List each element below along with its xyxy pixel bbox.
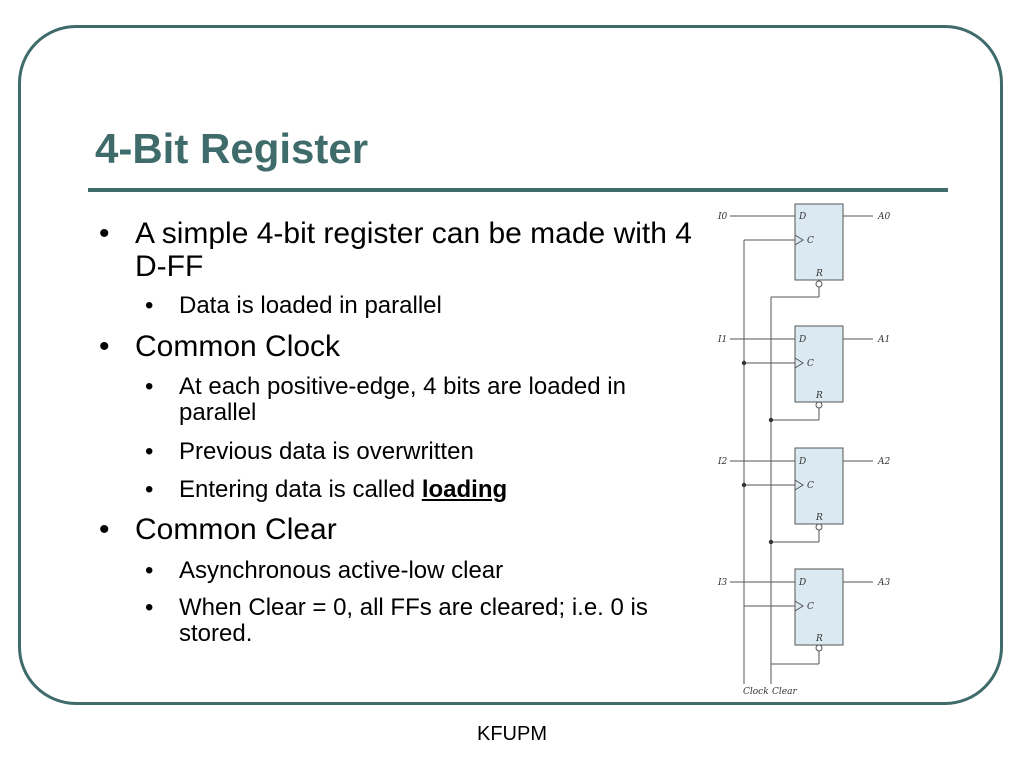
bullet-glyph: • xyxy=(99,217,110,250)
output-label-1: A1 xyxy=(877,335,890,345)
flip-flop-0 xyxy=(794,203,844,281)
bullet-glyph: • xyxy=(99,330,110,363)
c-pin-label: C xyxy=(807,602,814,612)
c-pin-label: C xyxy=(807,359,814,369)
slide-title: 4-Bit Register xyxy=(95,125,369,172)
reset-bubble xyxy=(815,280,823,288)
input-label-0: I0 xyxy=(717,212,728,222)
input-label-3: I3 xyxy=(717,578,728,588)
c-pin-label: C xyxy=(807,481,814,491)
sub-bullet-2-1-text: At each positive-edge, 4 bits are loaded… xyxy=(179,373,626,426)
bullet-3-text: Common Clear xyxy=(135,513,337,546)
flip-flop-1 xyxy=(794,325,844,403)
title-rule xyxy=(88,188,948,192)
sub-bullet-2-3: • Entering data is called loading xyxy=(145,476,709,503)
bullet-glyph: • xyxy=(145,292,154,319)
sub-bullet-2-2-text: Previous data is overwritten xyxy=(179,438,474,465)
bullet-glyph: • xyxy=(145,594,154,621)
d-pin-label: D xyxy=(798,212,806,222)
reset-bubble xyxy=(815,401,823,409)
bullet-glyph: • xyxy=(145,557,154,584)
r-pin-label: R xyxy=(815,634,823,644)
input-label-1: I1 xyxy=(717,335,727,345)
sub-bullet-3-1-text: Asynchronous active-low clear xyxy=(179,557,504,584)
r-pin-label: R xyxy=(815,513,823,523)
sub-bullet-2-3-text: Entering data is called xyxy=(179,476,422,503)
r-pin-label: R xyxy=(815,269,823,279)
output-label-2: A2 xyxy=(877,457,890,467)
bullet-glyph: • xyxy=(145,373,154,400)
flip-flop-3 xyxy=(794,568,844,646)
sub-bullet-2-2: • Previous data is overwritten xyxy=(145,438,709,465)
input-label-2: I2 xyxy=(717,457,728,467)
sub-bullet-3-2-text: When Clear = 0, all FFs are cleared; i.e… xyxy=(179,594,648,647)
d-pin-label: D xyxy=(798,578,806,588)
bullet-glyph: • xyxy=(145,438,154,465)
clear-label: Clear xyxy=(772,687,797,697)
bullet-glyph: • xyxy=(99,513,110,546)
loading-emphasis: loading xyxy=(421,476,508,503)
r-pin-label: R xyxy=(815,391,823,401)
d-pin-label: D xyxy=(798,335,806,345)
bullet-2-text: Common Clock xyxy=(135,330,341,363)
reset-bubble xyxy=(815,644,823,652)
bullet-3: • Common Clear xyxy=(99,513,705,546)
output-label-0: A0 xyxy=(877,212,890,222)
sub-bullet-3-2: • When Clear = 0, all FFs are cleared; i… xyxy=(145,594,709,647)
d-pin-label: D xyxy=(798,457,806,467)
clock-label: Clock xyxy=(743,687,769,697)
bullet-1-text: A simple 4-bit register can be made with… xyxy=(135,217,692,283)
reset-bubble xyxy=(815,523,823,531)
bullet-glyph: • xyxy=(145,476,154,503)
bullet-1: • A simple 4-bit register can be made wi… xyxy=(99,217,705,283)
bullet-2: • Common Clock xyxy=(99,330,705,363)
flip-flop-2 xyxy=(794,447,844,525)
slide-footer: KFUPM xyxy=(477,723,547,745)
sub-bullet-1-1: • Data is loaded in parallel xyxy=(145,292,709,319)
output-label-3: A3 xyxy=(877,578,890,588)
sub-bullet-2-1: • At each positive-edge, 4 bits are load… xyxy=(145,373,709,426)
sub-bullet-3-1: • Asynchronous active-low clear xyxy=(145,557,709,584)
c-pin-label: C xyxy=(807,236,814,246)
slide-frame xyxy=(18,25,1003,705)
register-circuit-diagram: I0 I1 I2 I3 A0 A1 A2 A3 D C R D C R D C … xyxy=(717,203,890,697)
sub-bullet-1-1-text: Data is loaded in parallel xyxy=(179,292,442,319)
